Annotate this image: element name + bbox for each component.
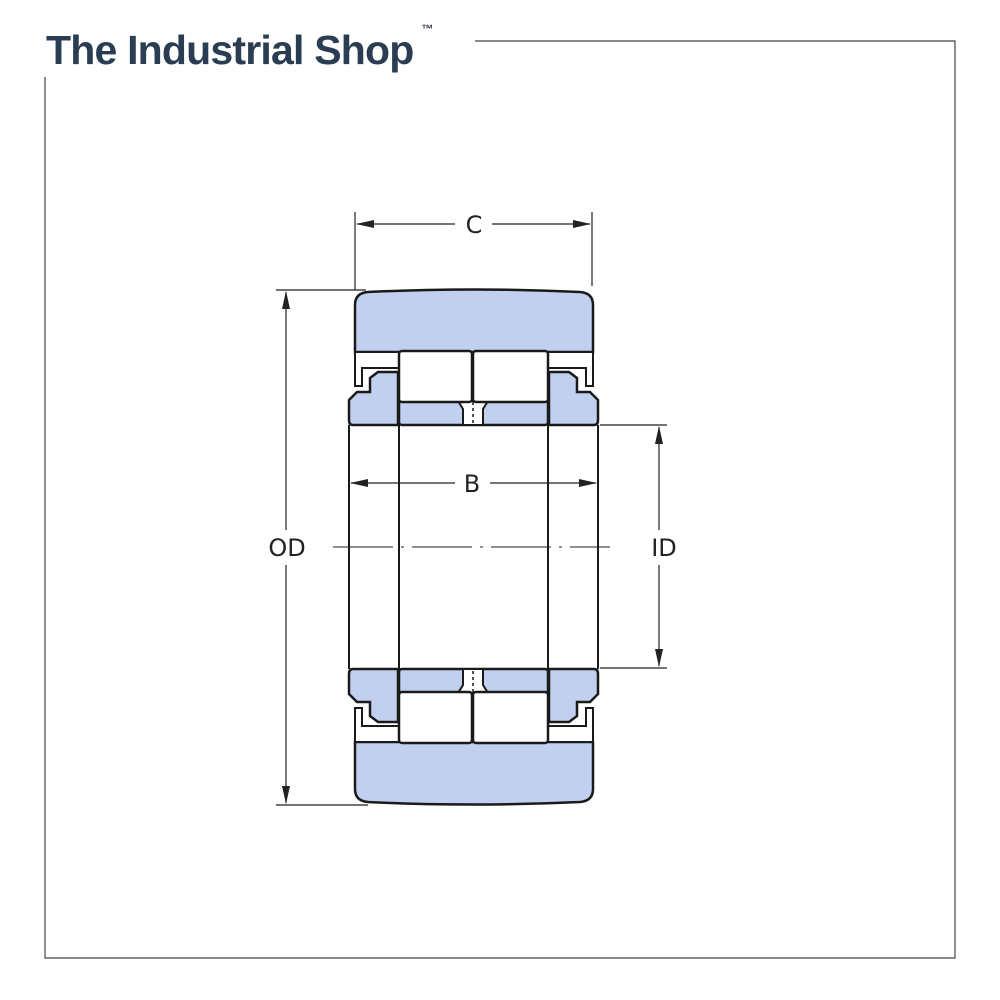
label-od: OD (268, 534, 305, 562)
dimension-od (276, 289, 368, 806)
label-id: ID (651, 534, 677, 562)
label-c: C (466, 211, 483, 239)
label-b: B (464, 470, 480, 498)
bearing-upper-section (347, 288, 600, 427)
dimension-id (600, 424, 667, 669)
frame-border (44, 40, 956, 959)
trademark-symbol: ™ (421, 22, 434, 36)
dimension-b (350, 479, 597, 487)
brand-logo: The Industrial Shop (46, 27, 414, 73)
brand-header: The Industrial Shop ™ (46, 22, 433, 78)
bearing-lower-section (347, 667, 600, 806)
dimension-c (354, 212, 593, 290)
